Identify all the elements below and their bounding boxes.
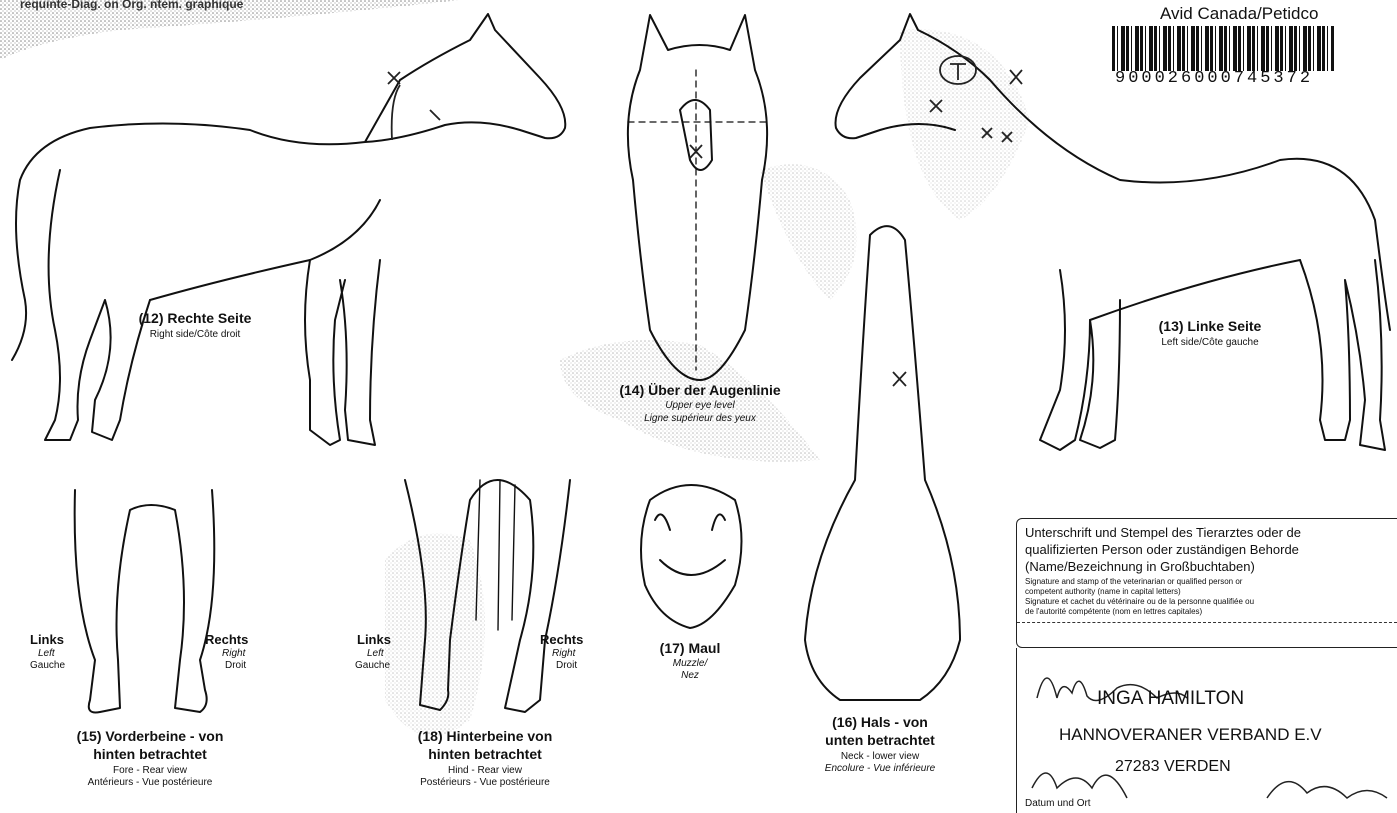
forelegs-sub2: Antérieurs - Vue postérieure bbox=[40, 777, 260, 789]
head-front-outline bbox=[628, 15, 767, 380]
hindlegs-left-label: Links bbox=[357, 632, 391, 647]
head-title: (14) Über der Augenlinie bbox=[590, 382, 810, 399]
right-side-mark-line bbox=[392, 85, 440, 140]
signature-en2: competent authority (name in capital let… bbox=[1025, 587, 1181, 596]
muzzle-outline bbox=[641, 485, 742, 628]
hindlegs-title2: hinten betrachtet bbox=[375, 746, 595, 763]
forelegs-left-en: Left bbox=[38, 648, 55, 660]
right-side-title: (12) Rechte Seite bbox=[110, 310, 280, 327]
header-left-text: requinte-Diag. on Org. ntem. graphique bbox=[20, 0, 243, 11]
signature-line2: qualifizierten Person oder zuständigen B… bbox=[1025, 542, 1299, 557]
forelegs-title2: hinten betrachtet bbox=[40, 746, 260, 763]
forelegs-right-label: Rechts bbox=[205, 632, 248, 647]
forelegs-outline bbox=[75, 490, 215, 713]
hindlegs-sub2: Postérieurs - Vue postérieure bbox=[375, 777, 595, 789]
stamp-city: 27283 VERDEN bbox=[1115, 758, 1231, 776]
signature-box: Unterschrift und Stempel des Tierarztes … bbox=[1016, 518, 1397, 648]
left-side-title: (13) Linke Seite bbox=[1125, 318, 1295, 335]
barcode-bars bbox=[1112, 26, 1334, 71]
stamp-name: INGA HAMILTON bbox=[1097, 688, 1244, 710]
stamp-date-label: Datum und Ort bbox=[1025, 798, 1091, 809]
right-side-mark-x bbox=[388, 72, 400, 84]
hindlegs-sub1: Hind - Rear view bbox=[375, 765, 595, 777]
right-side-horse-outline bbox=[12, 14, 565, 360]
forelegs-title1: (15) Vorderbeine - von bbox=[40, 728, 260, 745]
forelegs-left-label: Links bbox=[30, 632, 64, 647]
hindlegs-right-en: Right bbox=[552, 648, 575, 660]
hindlegs-right-fr: Droit bbox=[556, 660, 577, 672]
forelegs-sub1: Fore - Rear view bbox=[40, 765, 260, 777]
neck-mark-x bbox=[893, 372, 906, 386]
signature-line3: (Name/Bezeichnung in Großbuchtaben) bbox=[1025, 559, 1255, 574]
signature-en1: Signature and stamp of the veterinarian … bbox=[1025, 577, 1242, 586]
noise-neck bbox=[760, 164, 857, 300]
muzzle-sub1: Muzzle/ bbox=[620, 658, 760, 670]
left-side-horse-belly bbox=[1090, 260, 1300, 320]
signature-divider bbox=[1017, 622, 1397, 623]
forelegs-right-en: Right bbox=[222, 648, 245, 660]
head-sub2: Ligne supérieur des yeux bbox=[590, 413, 810, 425]
forelegs-right-fr: Droit bbox=[225, 660, 246, 672]
right-side-sub: Right side/Côte droit bbox=[110, 329, 280, 341]
muzzle-sub2: Nez bbox=[620, 670, 760, 682]
left-side-horse-legs bbox=[1040, 260, 1385, 450]
noise-hind bbox=[385, 533, 485, 736]
neck-title1: (16) Hals - von bbox=[780, 714, 980, 731]
neck-title2: unten betrachtet bbox=[780, 732, 980, 749]
hindlegs-right-label: Rechts bbox=[540, 632, 583, 647]
signature-fr2: de l'autorité compétente (nom en lettres… bbox=[1025, 607, 1202, 616]
barcode-company: Avid Canada/Petidco bbox=[1160, 4, 1318, 24]
barcode-number: 900026000745372 bbox=[1115, 69, 1313, 88]
signature-line1: Unterschrift und Stempel des Tierarztes … bbox=[1025, 525, 1301, 540]
head-sub1: Upper eye level bbox=[590, 400, 810, 412]
stamp-box: INGA HAMILTON HANNOVERANER VERBAND E.V 2… bbox=[1016, 648, 1397, 813]
hindlegs-left-fr: Gauche bbox=[355, 660, 390, 672]
muzzle-title: (17) Maul bbox=[620, 640, 760, 657]
neck-sub2: Encolure - Vue inférieure bbox=[780, 763, 980, 775]
hindlegs-title1: (18) Hinterbeine von bbox=[375, 728, 595, 745]
neck-sub1: Neck - lower view bbox=[780, 751, 980, 763]
forelegs-left-fr: Gauche bbox=[30, 660, 65, 672]
muzzle-nostrils bbox=[655, 514, 725, 575]
left-side-mark-x1 bbox=[1010, 70, 1022, 84]
stamp-org: HANNOVERANER VERBAND E.V bbox=[1059, 725, 1322, 745]
signature-fr1: Signature et cachet du vétérinaire ou de… bbox=[1025, 597, 1254, 606]
hindlegs-left-en: Left bbox=[367, 648, 384, 660]
left-side-sub: Left side/Côte gauche bbox=[1125, 337, 1295, 349]
right-side-horse-legs bbox=[45, 170, 380, 445]
right-side-horse-belly bbox=[150, 200, 380, 300]
